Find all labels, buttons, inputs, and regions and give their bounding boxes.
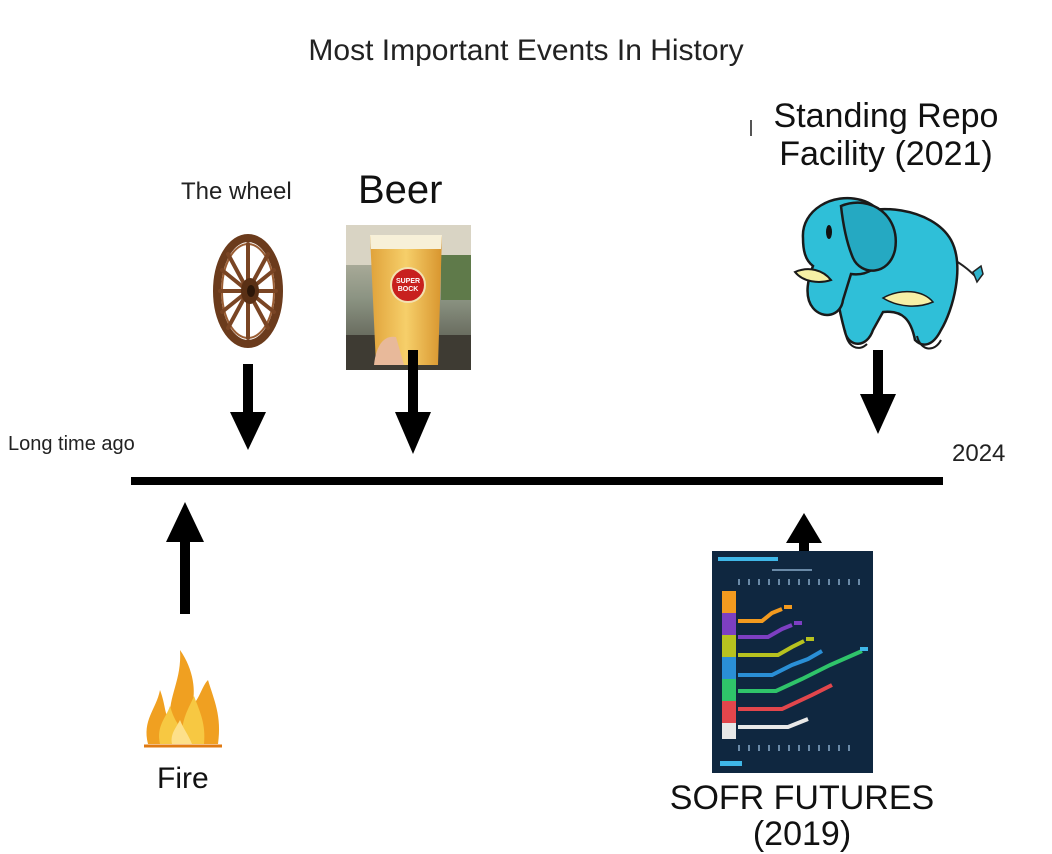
- page-title: Most Important Events In History: [308, 34, 744, 67]
- sofr-options-chart-thumbnail: [712, 551, 873, 773]
- srf-label-line-1: Standing Repo: [773, 97, 999, 135]
- timeline-end-label: 2024: [952, 440, 1006, 467]
- fire-icon: [144, 650, 222, 748]
- beer-glass-photo: SUPER BOCK: [346, 225, 471, 370]
- wheel-arrow-down-icon: [230, 364, 266, 450]
- sofr-label-line-2: (2019): [752, 815, 852, 853]
- blue-elephant-icon: [793, 196, 984, 350]
- beer-badge-text-1: SUPER: [396, 278, 420, 285]
- srf-label-line-2: Facility (2021): [779, 135, 993, 173]
- timeline-start-label: Long time ago: [8, 433, 135, 455]
- beer-arrow-down-icon: [395, 350, 431, 454]
- sofr-arrow-up-icon: [786, 513, 822, 555]
- text-cursor-mark: [750, 120, 752, 136]
- wagon-wheel-icon: [213, 234, 283, 348]
- fire-arrow-up-icon: [166, 502, 204, 614]
- timeline-line: [131, 477, 943, 485]
- srf-arrow-down-icon: [860, 350, 896, 434]
- sofr-label: SOFR FUTURES (2019): [640, 780, 964, 852]
- srf-label: Standing Repo Facility (2021): [748, 97, 1024, 173]
- beer-badge-text-2: BOCK: [398, 286, 419, 293]
- beer-label: Beer: [358, 168, 443, 212]
- fire-label: Fire: [157, 762, 209, 795]
- sofr-label-line-1: SOFR FUTURES: [669, 779, 935, 817]
- wheel-label: The wheel: [181, 178, 292, 205]
